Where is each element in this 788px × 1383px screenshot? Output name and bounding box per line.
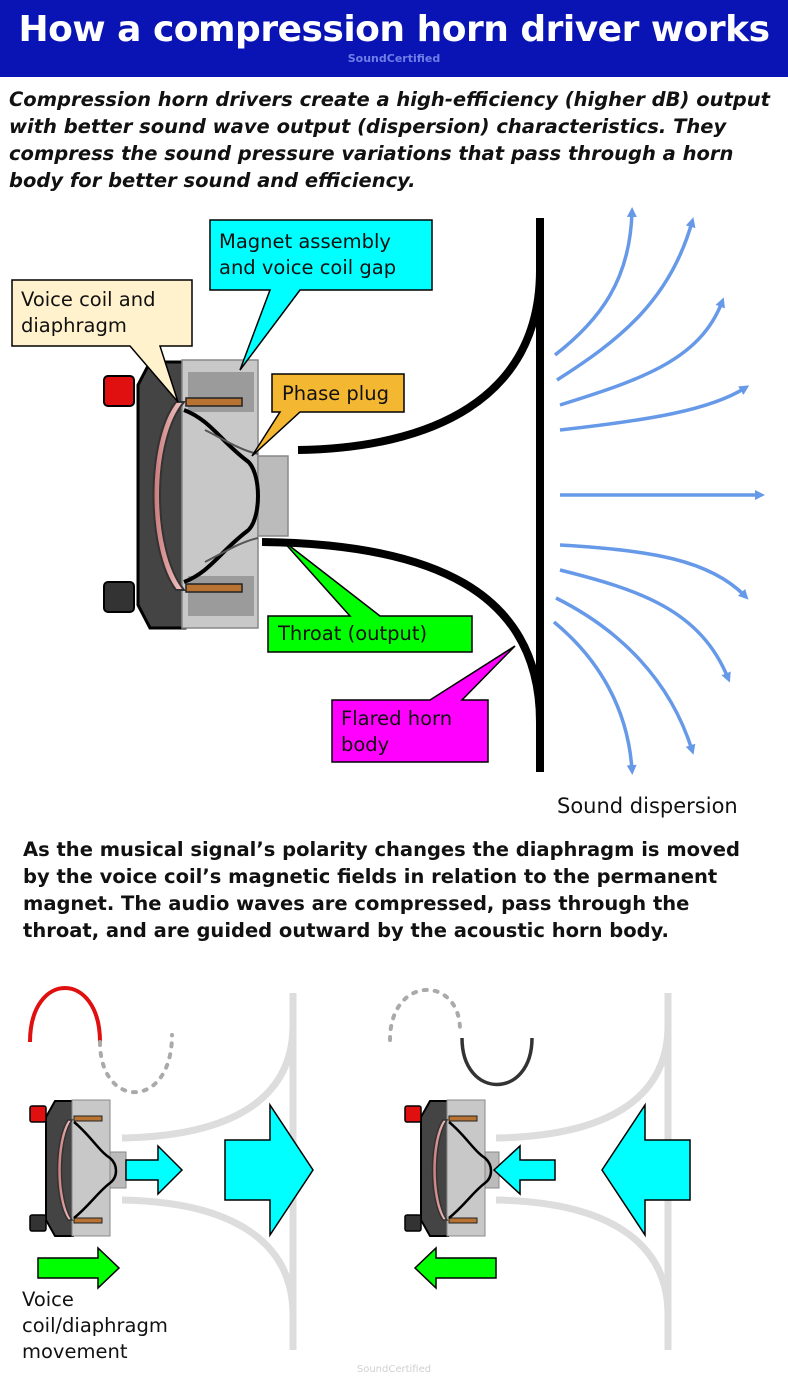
title-banner: How a compression horn driver works Soun… bbox=[0, 0, 788, 77]
movement-label-line3: movement bbox=[22, 1340, 128, 1363]
watermark-top: SoundCertified bbox=[347, 52, 441, 65]
callout-voice-coil: Voice coil and diaphragm bbox=[11, 279, 193, 403]
state-left-outward bbox=[28, 986, 314, 1350]
callout-phase-plug: Phase plug bbox=[251, 373, 405, 457]
dotted-wave-icon bbox=[98, 1033, 174, 1095]
magnet-label-line2: and voice coil gap bbox=[219, 256, 396, 279]
movement-right-arrow-icon bbox=[37, 1246, 121, 1290]
positive-terminal-icon bbox=[103, 375, 135, 407]
watermark-bottom: SoundCertified bbox=[357, 1364, 431, 1375]
movement-left-arrow-icon bbox=[413, 1246, 497, 1290]
callout-flared-horn: Flared horn body bbox=[331, 645, 516, 763]
horn-body bbox=[261, 218, 544, 772]
voice-coil-top bbox=[185, 397, 243, 407]
throat-out-arrow-icon bbox=[125, 1144, 184, 1196]
phase-plug-label: Phase plug bbox=[282, 382, 389, 405]
negative-terminal-icon bbox=[103, 581, 135, 613]
big-out-arrow-icon bbox=[224, 1102, 314, 1238]
phase-plug-body bbox=[257, 455, 289, 537]
movement-label-line1: Voice bbox=[22, 1288, 74, 1311]
intro-paragraph: Compression horn drivers create a high-e… bbox=[9, 88, 770, 192]
callout-throat: Throat (output) bbox=[267, 539, 473, 653]
dotted-wave-icon bbox=[388, 988, 462, 1042]
voice-coil-label-line1: Voice coil and bbox=[21, 288, 155, 311]
throat-label: Throat (output) bbox=[277, 622, 427, 645]
positive-wave-icon bbox=[28, 986, 102, 1043]
throat-in-arrow-icon bbox=[492, 1144, 556, 1196]
compression-driver bbox=[103, 359, 289, 630]
state-right-inward bbox=[388, 988, 691, 1350]
callout-magnet-assembly: Magnet assembly and voice coil gap bbox=[209, 219, 433, 371]
explanation-paragraph: As the musical signal’s polarity changes… bbox=[23, 838, 740, 942]
small-driver-right bbox=[404, 1099, 500, 1237]
flared-horn-label-line2: body bbox=[341, 733, 389, 756]
page-title: How a compression horn driver works bbox=[18, 9, 770, 50]
sound-dispersion-label: Sound dispersion bbox=[557, 794, 738, 818]
voice-coil-label-line2: diaphragm bbox=[21, 314, 127, 337]
flared-horn-label-line1: Flared horn bbox=[341, 707, 452, 730]
negative-wave-icon bbox=[460, 1037, 534, 1087]
sound-wave-arrows bbox=[552, 207, 765, 775]
big-in-arrow-icon bbox=[601, 1102, 691, 1238]
small-driver-left bbox=[29, 1099, 127, 1237]
magnet-label-line1: Magnet assembly bbox=[219, 230, 391, 253]
movement-label-line2: coil/diaphragm bbox=[22, 1314, 168, 1337]
voice-coil-bottom bbox=[185, 583, 243, 593]
diaphragm bbox=[152, 401, 187, 591]
